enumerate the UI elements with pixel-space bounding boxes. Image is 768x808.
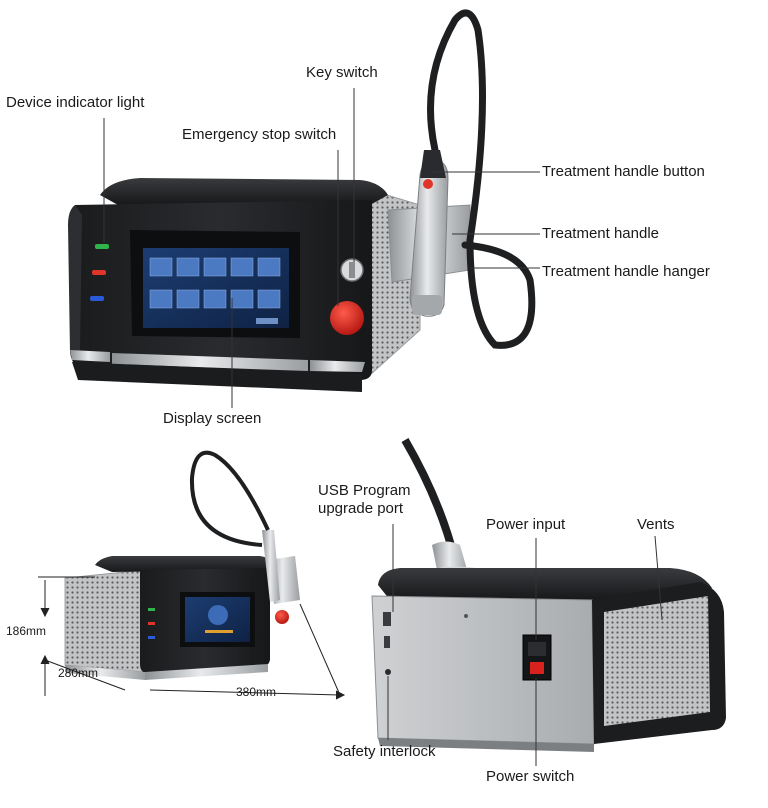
label-treatment-handle: Treatment handle xyxy=(542,225,660,242)
handle-button xyxy=(423,179,433,189)
label-usb-port-line2: upgrade port xyxy=(318,500,404,517)
led-red xyxy=(92,270,106,275)
label-treatment-handle-hanger: Treatment handle hanger xyxy=(542,263,710,280)
dimension-height: 186mm xyxy=(6,624,47,638)
screen-tiles xyxy=(149,257,281,309)
main-device xyxy=(68,9,536,392)
label-power-switch: Power switch xyxy=(486,768,575,785)
label-key-switch: Key switch xyxy=(306,64,378,81)
led-green xyxy=(95,244,109,249)
label-device-indicator-light: Device indicator light xyxy=(6,94,145,111)
label-vents: Vents xyxy=(637,516,675,533)
handle-cable xyxy=(427,9,536,349)
emergency-stop-button xyxy=(330,301,364,335)
dimension-width: 380mm xyxy=(236,685,277,699)
label-usb-port-line1: USB Program xyxy=(318,482,411,499)
leader-lines-bottom xyxy=(387,524,663,766)
dimension-depth: 280mm xyxy=(58,666,99,680)
label-power-input: Power input xyxy=(486,516,566,533)
label-display-screen: Display screen xyxy=(163,410,262,427)
label-emergency-stop-switch: Emergency stop switch xyxy=(182,126,337,143)
dimension-lines xyxy=(38,576,346,700)
small-device xyxy=(64,450,300,680)
leader-lines-top xyxy=(103,88,540,408)
back-device xyxy=(371,437,726,752)
label-treatment-handle-button: Treatment handle button xyxy=(542,163,705,180)
label-safety-interlock: Safety interlock xyxy=(333,743,436,760)
led-blue xyxy=(90,296,104,301)
